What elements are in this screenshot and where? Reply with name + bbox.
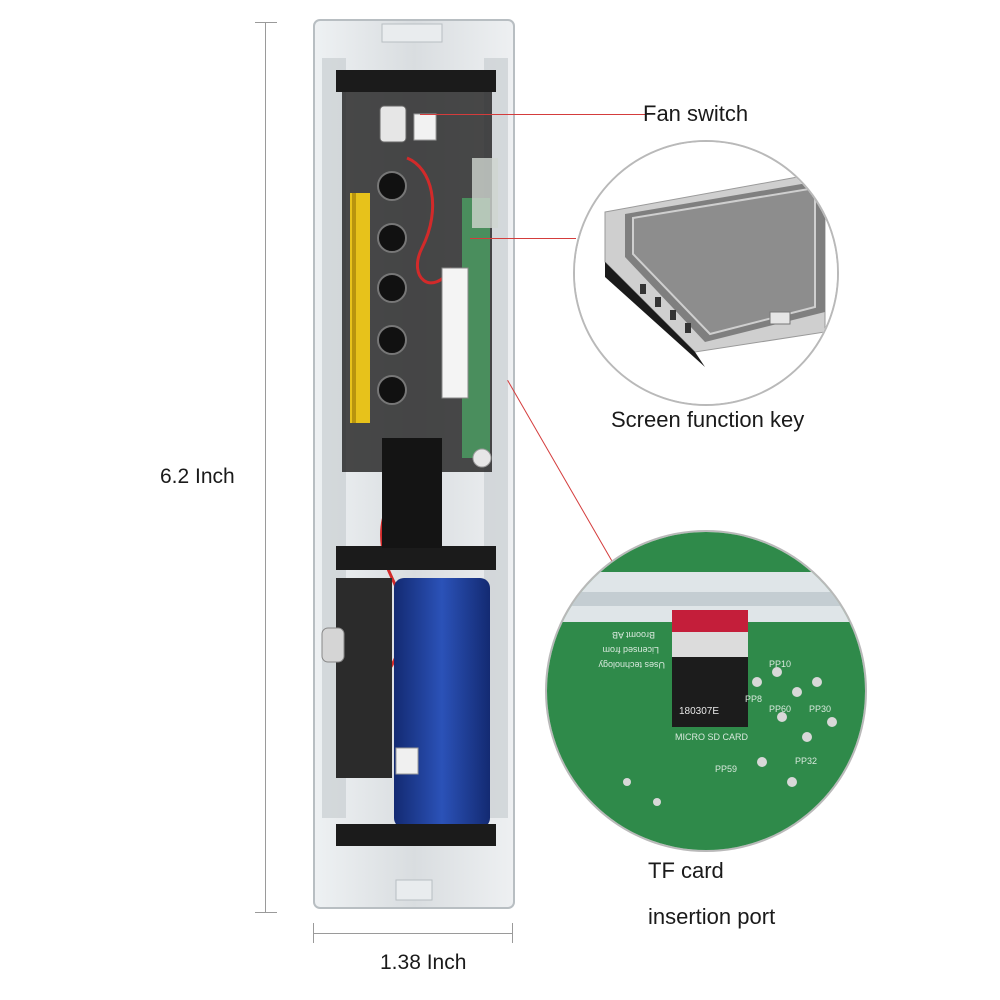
pcb-pp60: PP60 [769,704,791,714]
height-dimension-line [265,22,266,912]
width-dimension-line [313,933,513,934]
pcb-pp10: PP10 [769,659,791,669]
pcb-license-text-2: Licensed from [602,645,659,655]
pcb-pp59: PP59 [715,764,737,774]
pcb-license-text-3: Uses technology [598,660,665,670]
pcb-pp32: PP32 [795,756,817,766]
device-illustration [313,19,515,909]
tf-card-label-line1: TF card [648,858,724,883]
tf-card-inset-circle: Broomt AB Licensed from Uses technology … [545,530,867,852]
fan-switch-label: Fan switch [643,101,749,126]
pcb-pp8: PP8 [745,694,762,704]
tf-card-inset-image: Broomt AB Licensed from Uses technology … [547,532,865,850]
device-side-view [312,18,517,910]
screen-inset-circle [573,140,839,406]
screen-key-leader [470,238,576,239]
screen-inset-image [575,142,837,404]
card-code-text: 180307E [679,706,719,717]
height-dimension-top-tick [255,22,277,23]
screen-function-key-label: Screen function key [611,407,805,432]
tf-card-label-line2: insertion port [648,904,776,929]
width-dimension-left-tick [313,923,314,943]
pcb-license-text-1: Broomt AB [612,630,655,640]
width-dimension-label: 1.38 Inch [380,951,467,974]
fan-switch-leader [420,114,646,115]
pcb-sd-label: MICRO SD CARD [675,732,749,742]
pcb-pp30: PP30 [809,704,831,714]
width-dimension-right-tick [512,923,513,943]
height-dimension-label: 6.2 Inch [160,465,235,488]
height-dimension-bottom-tick [255,912,277,913]
